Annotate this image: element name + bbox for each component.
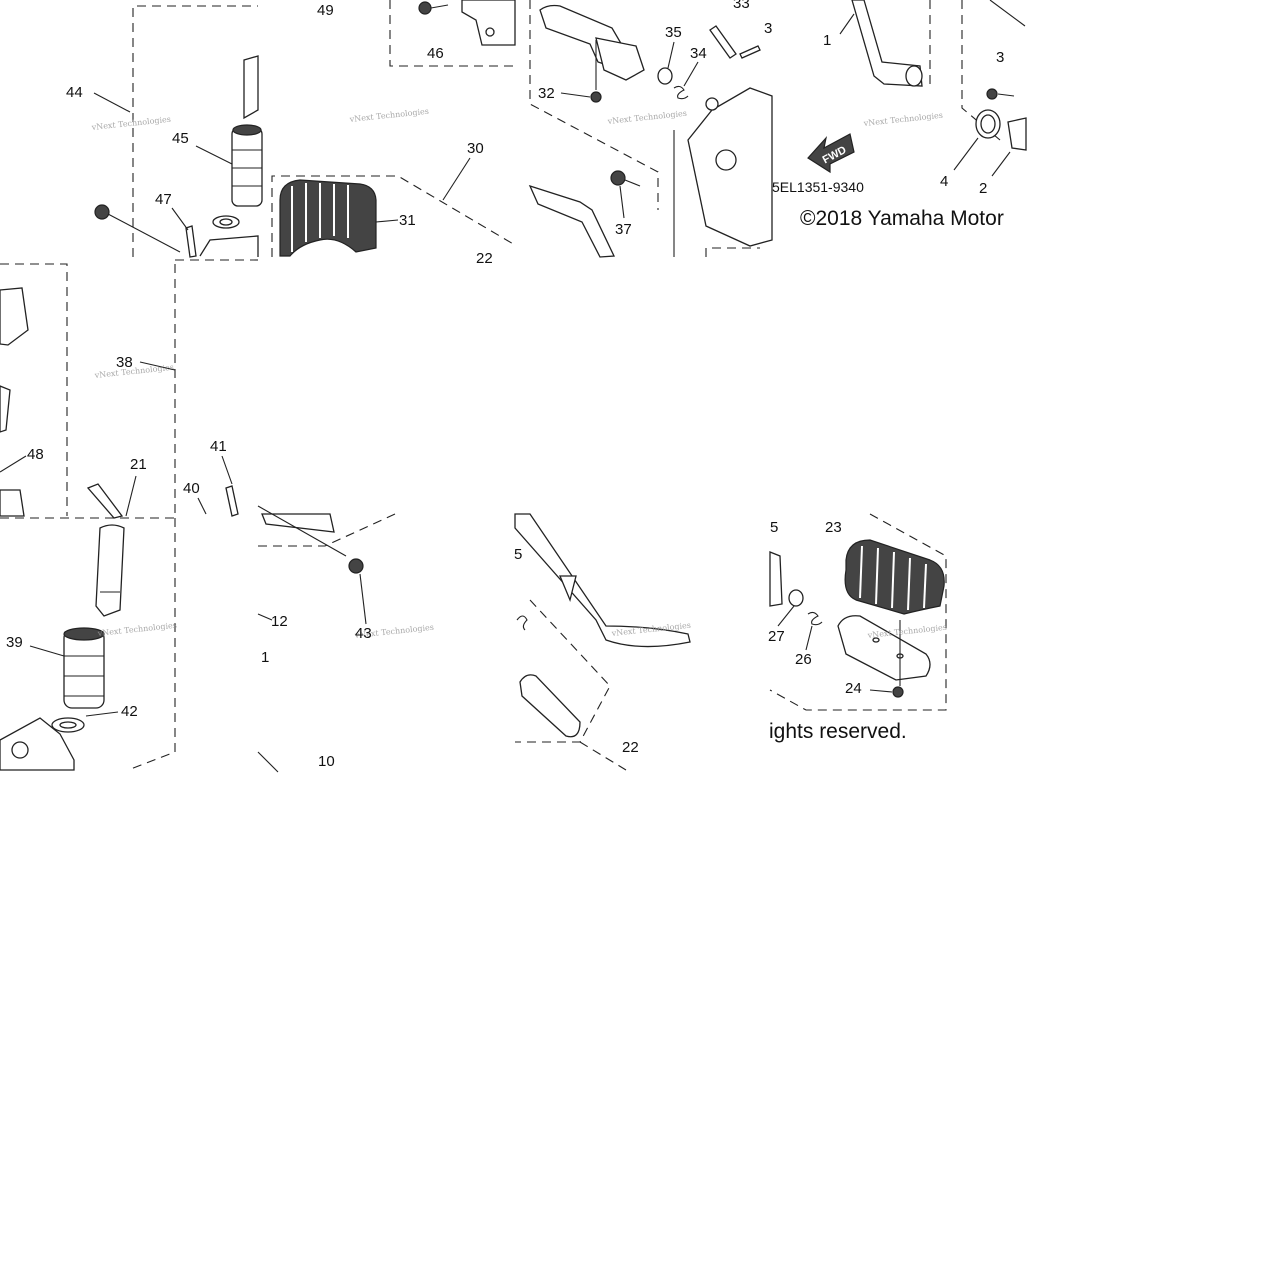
- callout-24: 24: [845, 680, 862, 697]
- callout-33: 33: [733, 0, 750, 12]
- bolt-46: [418, 1, 432, 15]
- tile-brake-footrest: [175, 0, 516, 261]
- tile-brake-rod: [225, 485, 396, 773]
- callout-25: 5: [770, 519, 778, 536]
- footrest-23-base: [837, 615, 931, 681]
- callout-11: 1: [261, 649, 269, 666]
- bracket-49: [461, 0, 516, 46]
- callout-22: 22: [476, 250, 493, 267]
- nut-24: [892, 686, 904, 698]
- spring-26: [807, 611, 823, 626]
- callout-15: 5: [514, 546, 522, 563]
- cotter-pin-47: [185, 225, 197, 258]
- callout-21: 21: [130, 456, 147, 473]
- callout-39: 39: [6, 634, 23, 651]
- footrest-rubber-31: [279, 179, 377, 257]
- callout-43: 43: [355, 625, 372, 642]
- callout-44: 44: [66, 84, 83, 101]
- callouts: 49 46 44 45 47 30 31 22 33 3 35 34 32 37…: [0, 0, 1004, 770]
- callout-22b: 22: [622, 739, 639, 756]
- pin-33: [709, 25, 737, 59]
- footrest-pin-top: [243, 55, 259, 120]
- footrest-bracket-upper: [0, 287, 29, 346]
- callout-12: 12: [271, 613, 288, 630]
- callout-4: 4: [940, 173, 948, 190]
- callout-37: 37: [615, 221, 632, 238]
- callout-10: 10: [318, 753, 335, 770]
- bolt-head-44: [94, 204, 110, 220]
- bolt-37: [610, 170, 626, 186]
- nut-32: [590, 91, 602, 103]
- callout-32: 32: [538, 85, 555, 102]
- footrest-pin-39: [95, 524, 125, 617]
- cotter-pin-41: [225, 485, 239, 517]
- callout-41: 41: [210, 438, 227, 455]
- callout-27: 27: [768, 628, 785, 645]
- copyright-notice: ©2018 Yamaha Motor: [800, 207, 1004, 230]
- callout-30: 30: [467, 140, 484, 157]
- callout-42: 42: [121, 703, 138, 720]
- callout-45: 45: [172, 130, 189, 147]
- tile-passenger-footrest: [769, 513, 947, 711]
- callout-3b: 3: [764, 20, 772, 37]
- callout-1: 1: [823, 32, 831, 49]
- callout-47: 47: [155, 191, 172, 208]
- tile-footrest-bracket: [528, 0, 773, 258]
- callout-26: 26: [795, 651, 812, 668]
- spring-15: [516, 615, 528, 631]
- callout-2: 2: [979, 180, 987, 197]
- washer-27: [788, 589, 804, 607]
- callout-31: 31: [399, 212, 416, 229]
- footrest-rubber-39: [63, 627, 105, 709]
- callout-48: 48: [27, 446, 44, 463]
- bolt-21: [86, 483, 124, 519]
- callout-40: 40: [183, 480, 200, 497]
- watermark: vNext Technologies: [348, 107, 429, 124]
- watermark: vNext Technologies: [606, 109, 687, 126]
- watermark: vNext Technologies: [90, 115, 171, 132]
- callout-23: 23: [825, 519, 842, 536]
- callout-49: 49: [317, 2, 334, 19]
- brake-pedal-arm: [528, 184, 615, 258]
- spring-34: [673, 85, 689, 100]
- footrest-rubber-23: [844, 539, 945, 615]
- tile-rear-footrest: [0, 518, 176, 771]
- tile-shift-pedal: [807, 0, 1027, 177]
- watermark: vNext Technologies: [93, 363, 174, 380]
- watermark: vNext Technologies: [96, 621, 177, 638]
- tile-brake-pedal: [514, 513, 691, 771]
- part-number: 5EL1351-9340: [772, 179, 864, 195]
- brake-rod-sleeve: [519, 674, 581, 738]
- watermark: vNext Technologies: [862, 111, 943, 128]
- callout-3: 3: [996, 49, 1004, 66]
- tile-footrest-left: [0, 5, 263, 519]
- callout-38: 38: [116, 354, 133, 371]
- watermark: vNext Technologies: [866, 623, 947, 640]
- callout-46: 46: [427, 45, 444, 62]
- copyright-notice-end: ights reserved.: [769, 720, 907, 743]
- footrest-rubber-45: [231, 124, 263, 207]
- bolt-43: [348, 558, 364, 574]
- bolt-3: [986, 88, 998, 100]
- fwd-arrow-icon: [807, 133, 855, 174]
- washer-35: [657, 67, 673, 85]
- callout-34: 34: [690, 45, 707, 62]
- callout-35: 35: [665, 24, 682, 41]
- brake-pedal-22: [514, 513, 691, 648]
- clamp-2: [1007, 117, 1027, 151]
